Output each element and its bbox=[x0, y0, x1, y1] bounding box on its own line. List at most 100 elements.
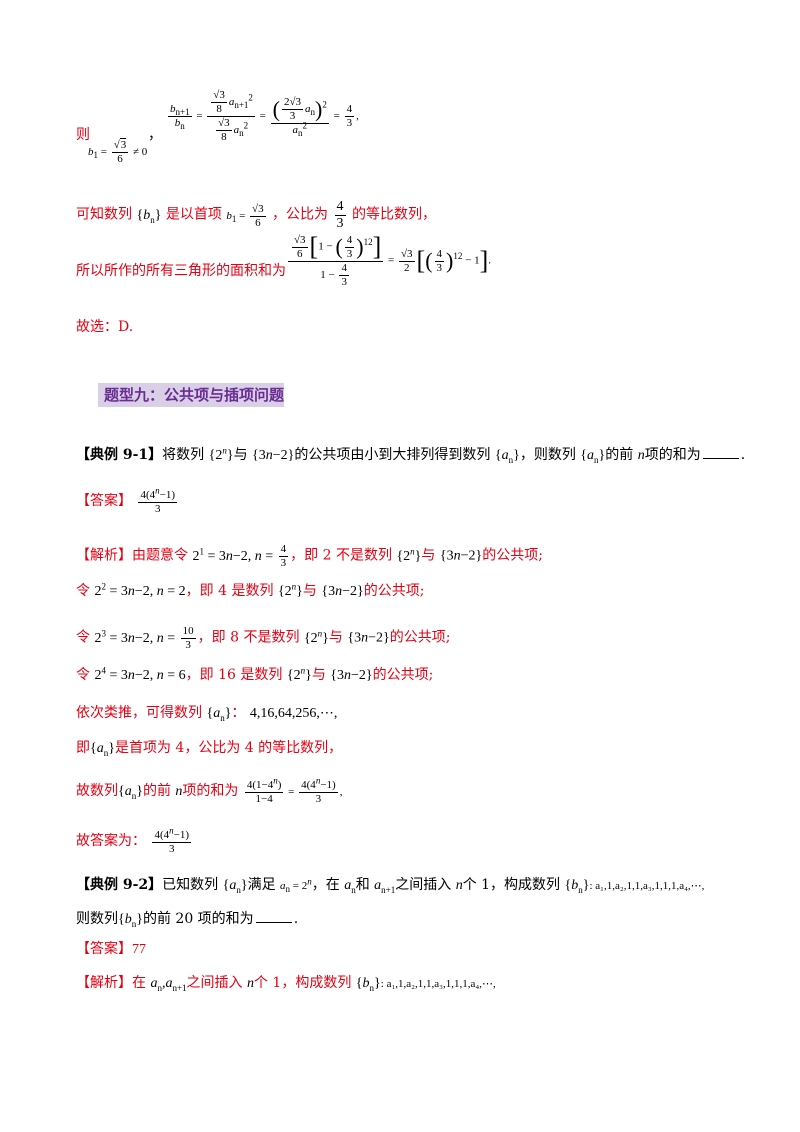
example-tag-9-2: 【典例 9-2】 bbox=[76, 877, 163, 893]
seq-3n-2-d: {3n−2} bbox=[347, 630, 390, 646]
text-area-sum: 所以所作的所有三角形的面积和为 bbox=[76, 263, 286, 279]
seq-an: {an} bbox=[494, 448, 520, 465]
answer-value-2: 77 bbox=[132, 942, 146, 957]
solution-line-2: 令 22 = 3n−2, n = 2，即 4 是数列 {2n}与 {3n−2}的… bbox=[76, 581, 425, 599]
seq-bn-d: {bn} bbox=[355, 976, 381, 993]
line-area-sum: 所以所作的所有三角形的面积和为 bbox=[76, 264, 286, 278]
seq-bn-b: {bn} bbox=[564, 878, 590, 895]
seq-an-c: {an} bbox=[206, 706, 232, 723]
r2-d: 的公共项; bbox=[363, 583, 425, 599]
seq-2n-d: {2n} bbox=[303, 628, 329, 646]
seq-bn-c: {bn} bbox=[118, 912, 143, 929]
formula-final: 4(4n−1)3 bbox=[152, 825, 191, 855]
var-an-an1: an,an+1 bbox=[150, 976, 187, 993]
text-ze: 则 bbox=[76, 127, 90, 143]
ex2-b: 满足 bbox=[247, 877, 276, 893]
seq-3n-2-c: {3n−2} bbox=[321, 584, 364, 599]
ex2-h: 的前 20 项的和为 bbox=[142, 911, 254, 927]
solution-tag-2: 【解析】 bbox=[76, 975, 132, 991]
ex1-text-a: 将数列 bbox=[162, 447, 205, 463]
r7-c: 项的和为 bbox=[182, 783, 239, 800]
text-ratio: ，公比为 bbox=[272, 206, 329, 223]
text-kezhi: 可知数列 bbox=[76, 206, 132, 223]
ex1-text-e: 的前 bbox=[605, 447, 634, 463]
line-answer-choice: 故选：D. bbox=[76, 320, 133, 334]
r8-a: 故答案为： bbox=[76, 833, 146, 850]
r3-d: 的公共项; bbox=[389, 629, 451, 646]
example-9-2-line2: 则数列{bn}的前 20 项的和为. bbox=[76, 910, 299, 929]
r2-b: ，即 4 是数列 bbox=[185, 583, 274, 599]
r4-b: ，即 16 是数列 bbox=[185, 667, 283, 683]
r3-c: 与 bbox=[328, 629, 343, 646]
ex1-text-b: 与 bbox=[233, 447, 248, 463]
solution-9-2: 【解析】在 an,an+1之间插入 n个 1，构成数列 {bn}: a₁,1,a… bbox=[76, 975, 496, 993]
r6-a: 即 bbox=[76, 740, 90, 756]
seq-an-f: {an} bbox=[222, 878, 248, 895]
sol1-b: ，即 2 不是数列 bbox=[290, 547, 392, 564]
solution-line-8: 故答案为： 4(4n−1)3 bbox=[76, 825, 193, 855]
seq-3n-2-e: {3n−2} bbox=[330, 668, 373, 683]
seq-2n-b: {2n} bbox=[396, 546, 422, 564]
example-tag-9-1: 【典例 9-1】 bbox=[76, 447, 163, 463]
r5-a: 依次类推，可得数列 bbox=[76, 705, 202, 721]
r2-a: 令 bbox=[76, 583, 90, 599]
section-heading: 题型九：公共项与插项问题 bbox=[98, 383, 284, 407]
seq-an-e: {an} bbox=[118, 784, 143, 801]
answer-tag: 【答案】 bbox=[76, 493, 132, 510]
comma-1: ， bbox=[148, 127, 162, 143]
answer-tag-2: 【答案】 bbox=[76, 941, 132, 957]
ex2-f: 个 1，构成数列 bbox=[462, 877, 561, 893]
ex2-c: ，在 bbox=[311, 877, 340, 893]
r2-c: 与 bbox=[302, 583, 317, 599]
example-9-2: 【典例 9-2】已知数列 {an}满足 an = 2n，在 an和 an+1之间… bbox=[76, 877, 704, 895]
ex2-e: 之间插入 bbox=[395, 877, 452, 893]
r7-n: n bbox=[175, 784, 183, 800]
ex2-n: n bbox=[455, 878, 463, 893]
formula-2-4: 24 = 3n−2, n = 6 bbox=[94, 665, 186, 683]
var-an1: an+1 bbox=[374, 878, 396, 895]
formula-2-2: 22 = 3n−2, n = 2 bbox=[94, 581, 186, 599]
ex2-d: 和 bbox=[355, 877, 370, 893]
seq-3n-2-b: {3n−2} bbox=[439, 548, 483, 564]
ex1-text-d: ，则数列 bbox=[519, 447, 576, 463]
sol2-n: n bbox=[246, 976, 254, 991]
solution-line-5: 依次类推，可得数列 {an}： 4,16,64,256,⋯, bbox=[76, 705, 338, 723]
answer-9-1: 【答案】 4(4n−1)3 bbox=[76, 486, 179, 515]
sol2-c: 个 1，构成数列 bbox=[253, 975, 352, 991]
text-geometric: 的等比数列， bbox=[351, 206, 436, 223]
ex2-a: 已知数列 bbox=[162, 877, 219, 893]
r4-d: 的公共项; bbox=[372, 667, 434, 683]
formula-sum: 4(1−4n)1−4 = 4(4n−1)3, bbox=[244, 775, 343, 805]
seq-2n-c: {2n} bbox=[277, 581, 303, 599]
solution-tag: 【解析】 bbox=[76, 547, 132, 564]
r7-a: 故数列 bbox=[76, 783, 118, 800]
sol1-d: 的公共项; bbox=[482, 547, 543, 564]
text-answer-d: 故选：D. bbox=[76, 319, 134, 335]
r4-a: 令 bbox=[76, 667, 90, 683]
seq-an-2: {an} bbox=[580, 448, 606, 465]
sol1-a: 由题意令 bbox=[132, 547, 188, 564]
sol2-b: 之间插入 bbox=[186, 975, 243, 991]
ex1-text-f: 项的和为 bbox=[644, 447, 701, 463]
seq-an-d: {an} bbox=[90, 741, 115, 758]
solution-line-4: 令 24 = 3n−2, n = 6，即 16 是数列 {2n}与 {3n−2}… bbox=[76, 665, 434, 683]
r7-b: 的前 bbox=[142, 783, 171, 800]
var-n: n bbox=[637, 448, 645, 463]
sol1-c: 与 bbox=[421, 547, 436, 564]
r3-b: ，即 8 不是数列 bbox=[197, 629, 300, 646]
answer-9-2: 【答案】77 bbox=[76, 942, 146, 957]
solution-line-7: 故数列{an}的前 n项的和为 4(1−4n)1−4 = 4(4n−1)3, bbox=[76, 775, 343, 805]
ex1-text-c: 的公共项由小到大排列得到数列 bbox=[294, 447, 491, 463]
r4-c: 与 bbox=[311, 667, 326, 683]
answer-blank-2 bbox=[255, 910, 292, 923]
r6-b: 是首项为 4，公比为 4 的等比数列， bbox=[114, 740, 343, 756]
